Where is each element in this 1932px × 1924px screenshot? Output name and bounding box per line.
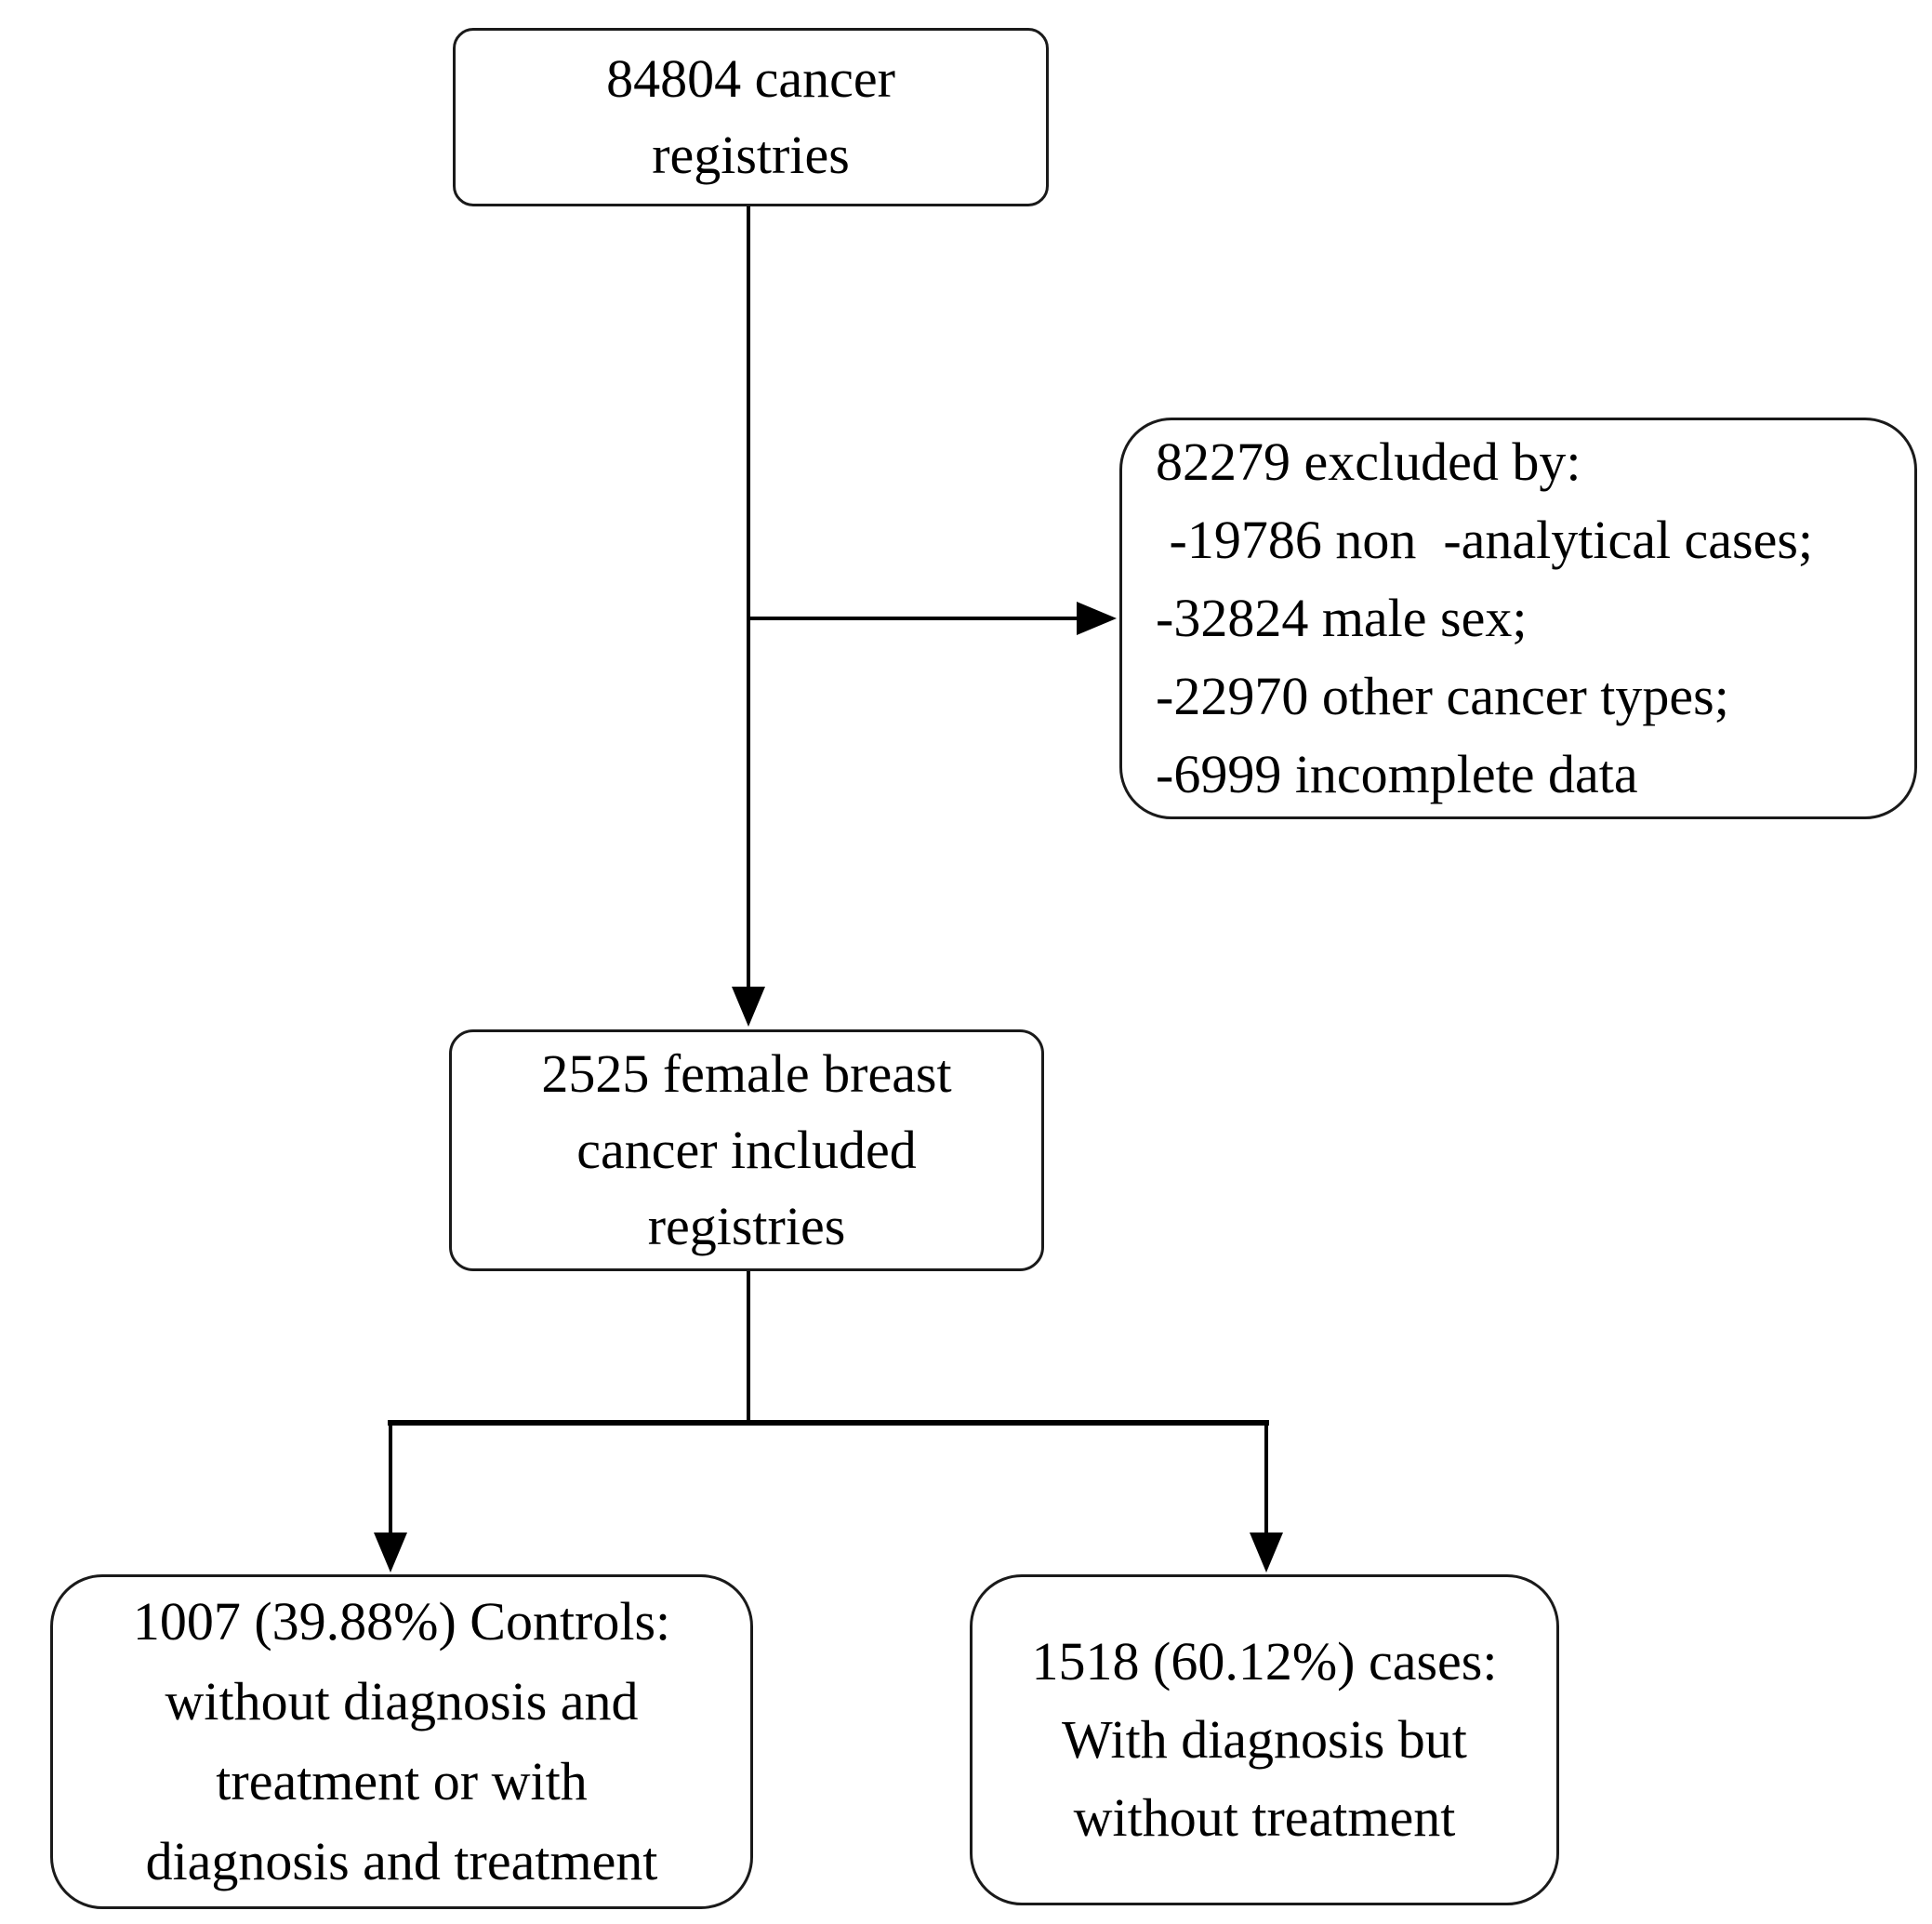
arrowhead-into-controls	[374, 1533, 407, 1572]
node-text-line: 1518 (60.12%) cases:	[1031, 1631, 1498, 1692]
node-text-line: registries	[652, 125, 850, 185]
node-text-line: 2525 female breast	[541, 1043, 952, 1104]
node-female-breast-cancer-included: 2525 female breast cancer included regis…	[449, 1029, 1044, 1271]
node-cases-group: 1518 (60.12%) cases: With diagnosis but …	[970, 1574, 1559, 1905]
node-text-line: -32824 male sex;	[1156, 588, 1528, 648]
node-text-line: diagnosis and treatment	[145, 1831, 658, 1891]
node-text-line: 1007 (39.88%) Controls:	[132, 1591, 671, 1652]
node-text-line: -6999 incomplete data	[1156, 744, 1638, 804]
node-text-line: without diagnosis and	[165, 1671, 639, 1732]
node-controls-group: 1007 (39.88%) Controls: without diagnosi…	[50, 1574, 753, 1909]
node-text-line: without treatment	[1073, 1787, 1456, 1848]
node-text-line: treatment or with	[216, 1751, 588, 1811]
node-text-line: With diagnosis but	[1062, 1709, 1467, 1770]
node-excluded-by: 82279 excluded by: -19786 non -analytica…	[1119, 418, 1917, 819]
arrowhead-into-cases	[1250, 1533, 1283, 1572]
node-text-line: cancer included	[576, 1120, 917, 1180]
node-text-line: registries	[647, 1196, 846, 1256]
node-cancer-registries: 84804 cancer registries	[453, 28, 1049, 206]
arrowhead-into-included	[732, 987, 765, 1027]
node-text-line: 84804 cancer	[606, 48, 895, 109]
node-text-line: 82279 excluded by:	[1156, 431, 1581, 492]
arrowhead-into-excluded	[1077, 602, 1117, 635]
node-text-line: -22970 other cancer types;	[1156, 666, 1729, 726]
node-text-line: -19786 non -analytical cases;	[1156, 510, 1814, 570]
